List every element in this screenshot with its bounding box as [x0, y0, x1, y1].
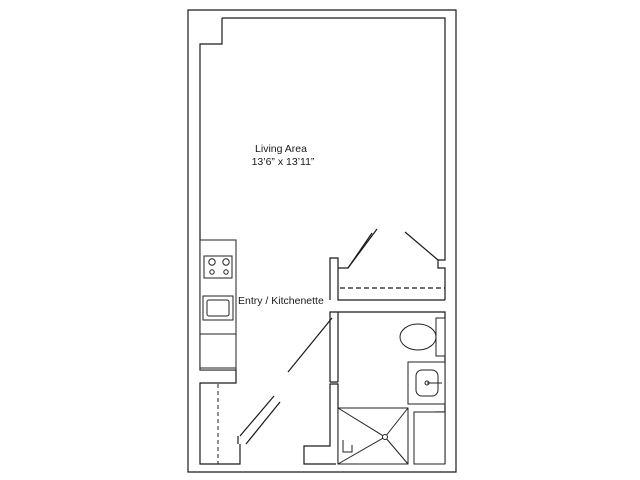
shower-drain: [382, 434, 388, 440]
bath-wall: [329, 311, 437, 383]
closet-door-left: [347, 228, 378, 269]
shower-slope-1: [337, 407, 386, 438]
front-door-leaf-2: [245, 401, 281, 445]
bath-fixtures: [337, 317, 446, 465]
toilet-bowl: [399, 323, 437, 351]
shower-slope-4: [384, 436, 409, 465]
closet-door-right: [404, 231, 439, 261]
closet-wall: [329, 232, 445, 301]
front-door-leaf: [239, 395, 275, 437]
living-area-dimensions: 13’6” x 13’11”: [252, 156, 315, 168]
shower-pan: [337, 407, 409, 465]
burner-3: [209, 269, 215, 275]
entry-door-swing: [287, 317, 333, 373]
shower-slope-3: [337, 436, 386, 465]
living-area-label: Living Area: [255, 143, 307, 155]
burner-2: [222, 258, 230, 266]
entry-kitchenette-label: Entry / Kitchenette: [238, 295, 324, 307]
refrigerator: [199, 333, 237, 369]
shower-slope-2: [384, 407, 409, 438]
shower-curb: [342, 440, 353, 453]
kitchen-fixtures: [199, 239, 237, 464]
interior-partitions: [239, 228, 445, 445]
kitchen-sink-basin: [206, 299, 230, 317]
outer-wall-line: [187, 9, 457, 473]
toilet-tank: [435, 317, 446, 357]
linen-cabinet: [413, 411, 446, 465]
burner-1: [208, 258, 216, 266]
burner-4: [223, 269, 229, 275]
